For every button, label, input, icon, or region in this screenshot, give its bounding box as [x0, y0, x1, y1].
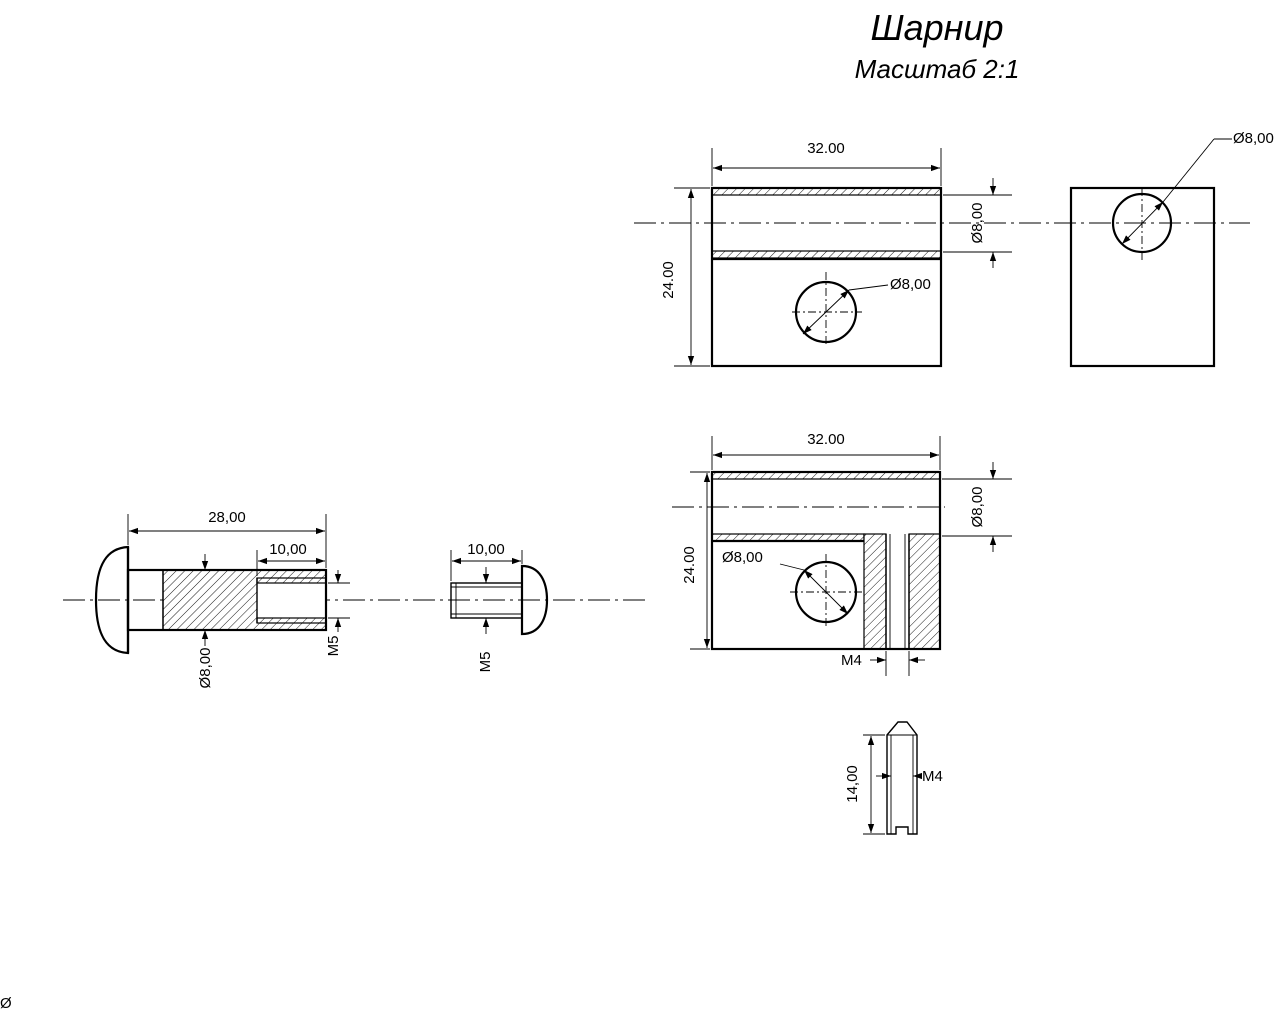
pin-view: 28,00 10,00 Ø8,00 M5: [63, 509, 645, 688]
pin-head: [94, 545, 130, 655]
set-screw-view: 14,00 M4: [844, 721, 943, 835]
block-side-view: Ø8,00: [1069, 130, 1274, 368]
block-front-view: Ø8,00 32.00 24.00 Ø8,00: [634, 140, 1250, 368]
block-section-width-dimension: 32.00: [807, 431, 845, 448]
screw-head: [520, 564, 549, 636]
drawing-scale: Масштаб 2:1: [855, 54, 1020, 84]
drawing-title: Шарнир: [870, 7, 1003, 48]
block-section-bore-dimension: Ø8,00: [969, 487, 986, 528]
set-screw-body: [886, 721, 918, 835]
block-front-bore-dimension: Ø8,00: [969, 203, 986, 244]
pin-diameter-dimension: Ø8,00: [197, 648, 214, 689]
block-section-outline: [710, 470, 942, 651]
block-side-outline: [1069, 186, 1216, 368]
block-section-hole-dimension: Ø8,00: [722, 549, 763, 566]
corner-mark: Ø: [0, 995, 12, 1012]
screw-view: 10,00 M5: [450, 541, 549, 673]
set-screw-thread-dimension: M4: [922, 768, 943, 785]
screw-thread-dimension: M5: [477, 652, 494, 673]
pin-length-dimension: 28,00: [208, 509, 246, 526]
block-front-width-dimension: 32.00: [807, 140, 845, 157]
block-side-hole-dimension: Ø8,00: [1233, 130, 1274, 147]
screw-shank: [450, 582, 523, 619]
set-screw-length-dimension: 14,00: [844, 765, 861, 803]
screw-length-dimension: 10,00: [467, 541, 505, 558]
pin-thread-dimension: M5: [325, 636, 342, 657]
block-section-height-dimension: 24.00: [681, 546, 698, 584]
block-section-thread-dimension: M4: [841, 652, 862, 669]
block-front-hole-dimension: Ø8,00: [890, 276, 931, 293]
block-front-outline: [710, 186, 943, 368]
block-section-view: Ø8,00 32.00 24.00 Ø8,00 M4: [672, 431, 1012, 676]
pin-bore-depth-dimension: 10,00: [269, 541, 307, 558]
block-front-height-dimension: 24.00: [660, 261, 677, 299]
